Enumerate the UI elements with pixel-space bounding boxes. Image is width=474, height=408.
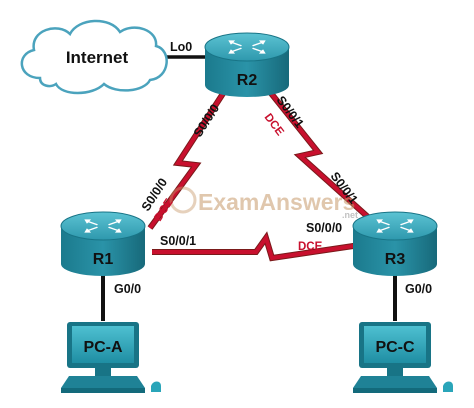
watermark: ExamAnswers .net xyxy=(169,186,358,220)
serial-link-r2-r3 xyxy=(267,90,381,229)
pc-label-c: PC-C xyxy=(375,339,415,356)
pc-a[interactable]: PC-A xyxy=(61,322,161,393)
router-label-r2: R2 xyxy=(237,72,258,89)
router-r3[interactable]: R3 xyxy=(352,211,438,276)
pc-label-a: PC-A xyxy=(83,339,123,356)
serial-link-r1-r3 xyxy=(152,231,361,262)
iface-r3-g00: G0/0 xyxy=(405,282,432,296)
cloud-label: Internet xyxy=(66,48,129,67)
pc-c[interactable]: PC-C xyxy=(353,322,453,393)
internet-cloud: Internet xyxy=(20,19,168,95)
iface-r3-s000: S0/0/0 xyxy=(306,221,342,235)
router-r1[interactable]: R1 xyxy=(60,211,146,276)
router-r2[interactable]: R2 xyxy=(204,32,290,97)
dce-r2-s001: DCE xyxy=(262,112,286,139)
iface-r1-s001: S0/0/1 xyxy=(160,234,196,248)
iface-r2-lo0: Lo0 xyxy=(170,40,192,54)
router-label-r3: R3 xyxy=(385,251,406,268)
serial-link-r2-r1 xyxy=(147,90,227,230)
iface-r1-g00: G0/0 xyxy=(114,282,141,296)
router-label-r1: R1 xyxy=(93,251,114,268)
dce-r3-s000: DCE xyxy=(298,241,323,253)
watermark-suffix: .net xyxy=(342,210,358,220)
iface-r2-s000: S0/0/0 xyxy=(191,102,222,140)
watermark-text: ExamAnswers xyxy=(198,189,355,215)
